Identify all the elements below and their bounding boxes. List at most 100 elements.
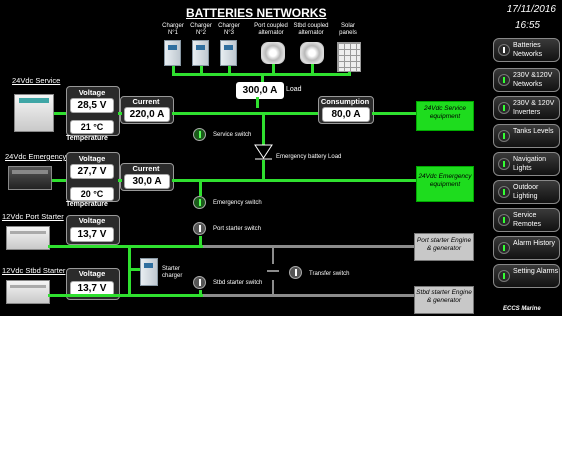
service-voltage-box: 28,5 V (70, 98, 114, 113)
nav-button-outdoor-lighting[interactable]: Outdoor Lighting (493, 180, 560, 204)
port-voltage-box: 13,7 V (70, 227, 114, 242)
port-starter-bus (48, 245, 203, 248)
solar-panels-label: Solar panels (339, 23, 357, 36)
emergency-voltage-label: Voltage (78, 154, 106, 163)
emergency-temp-box: 20 °C (70, 187, 114, 201)
emergency-battery-image (8, 166, 52, 190)
stbd-starter-bus-off (203, 294, 414, 297)
power-icon (498, 214, 510, 226)
nav-button-service-remotes[interactable]: Service Remotes (493, 208, 560, 232)
stbd-starter-battery-image (6, 280, 50, 304)
stbd-starter-equipment[interactable]: Stbd starter Engine & generator (414, 286, 474, 314)
nav-button-label: 230V &120V Networks (513, 72, 553, 88)
emergency-batt-link (52, 179, 68, 182)
nav-button-230v-120v-inverters[interactable]: 230V & 120V Inverters (493, 96, 560, 120)
emergency-voltage-value: 27,7 V (77, 166, 107, 177)
stbd-alt-link (311, 64, 314, 74)
charger-1-image (164, 40, 181, 66)
port-starter-equipment[interactable]: Port starter Engine & generator (414, 233, 474, 261)
power-icon (498, 270, 510, 282)
charging-bus-drop (261, 73, 264, 83)
starter-charger-link (128, 268, 140, 271)
service-battery-image (14, 94, 54, 132)
port-alt-link (272, 64, 275, 74)
nav-button-label: Service Remotes (513, 212, 542, 228)
service-temp-value: 21 °C (80, 122, 104, 132)
port-alternator-image (261, 42, 285, 64)
nav-button-batteries-networks[interactable]: Batteries Networks (493, 38, 560, 62)
port-starter-bus-off (203, 245, 414, 248)
emergency-voltage-box: 27,7 V (70, 164, 114, 179)
transfer-line-bottom (272, 280, 274, 294)
port-starter-switch-label: Port starter switch (213, 226, 262, 232)
diode-icon (254, 144, 273, 160)
stbd-switch-link (199, 290, 202, 296)
starter-charger-image (140, 258, 158, 286)
emergency-switch-link (199, 182, 202, 196)
solar-panel-image (337, 42, 361, 72)
service-bus (172, 112, 320, 115)
nav-button-label: Batteries Networks (513, 42, 543, 58)
service-current-label: Current (132, 97, 160, 106)
nav-button-navigation-lights[interactable]: Navigation Lights (493, 152, 560, 176)
emergency-battery-label: 24Vdc Emergency (5, 152, 67, 161)
port-alternator-label: Port coupled alternator (254, 23, 288, 36)
stbd-alternator-image (300, 42, 324, 64)
power-icon (498, 102, 510, 114)
service-temp-label: Temperature (66, 135, 108, 142)
nav-button-label: Outdoor Lighting (513, 184, 539, 200)
nav-button-label: Alarm History (513, 240, 556, 247)
nav-button-label: Tanks Levels (513, 128, 554, 135)
service-switch-label: Service switch (213, 132, 252, 138)
load-label: Load (286, 86, 302, 93)
emergency-temp-label: Temperature (66, 201, 108, 208)
charger-1-link (172, 66, 175, 74)
time-display: 16:55 (514, 20, 540, 31)
service-voltage-value: 28,5 V (77, 100, 107, 111)
emergency-bus (172, 179, 416, 182)
emergency-equipment[interactable]: 24Vdc Emergency equipment (416, 166, 474, 202)
starter-charger-label: Starter charger (162, 266, 183, 279)
stbd-alternator-label: Stbd coupled alternator (293, 23, 329, 36)
power-icon (498, 158, 510, 170)
emergency-battery-load-label: Emergency battery Load (276, 154, 342, 160)
stbd-starter-switch-icon[interactable] (193, 276, 206, 289)
nav-button-alarm-history[interactable]: Alarm History (493, 236, 560, 260)
brand-footer: ECCS Marine (503, 306, 541, 312)
power-icon (498, 74, 510, 86)
nav-button-tanks-levels[interactable]: Tanks Levels (493, 124, 560, 148)
stbd-voltage-label: Voltage (78, 269, 106, 278)
emergency-link-a (118, 179, 122, 182)
service-equipment[interactable]: 24Vdc Service equipment (416, 101, 474, 131)
consumption-value: 80,0 A (331, 109, 361, 120)
port-starter-battery-image (6, 226, 50, 250)
nav-button-setting-alarms[interactable]: Setting Alarms (493, 264, 560, 288)
power-icon (498, 130, 510, 142)
nav-button-label: 230V & 120V Inverters (513, 100, 555, 116)
nav-button-label: Navigation Lights (513, 156, 547, 172)
consumption-box: 80,0 A (322, 107, 370, 122)
stbd-starter-switch-label: Stbd starter switch (213, 280, 263, 286)
transfer-line-top (272, 248, 274, 264)
charger-1-label: Charger N°1 (162, 23, 184, 36)
service-battery-label: 24Vdc Service (12, 76, 61, 85)
charger-3-image (220, 40, 237, 66)
charger-3-label: Charger N°3 (218, 23, 240, 36)
service-current-box: 220,0 A (124, 107, 170, 122)
emergency-current-label: Current (132, 164, 160, 173)
nav-button-230v-120v-networks[interactable]: 230V &120V Networks (493, 68, 560, 92)
load-value-box: 300,0 A (236, 82, 284, 99)
service-bus-right (372, 112, 416, 115)
charger-3-link (228, 66, 231, 74)
power-icon (498, 242, 510, 254)
port-starter-switch-icon[interactable] (193, 222, 206, 235)
transfer-switch-icon[interactable] (289, 266, 302, 279)
charger-2-image (192, 40, 209, 66)
emergency-switch-icon[interactable] (193, 196, 206, 209)
emergency-temp-value: 20 °C (80, 189, 104, 199)
service-switch-icon[interactable] (193, 128, 206, 141)
stbd-starter-battery-label: 12Vdc Stbd Starter (2, 266, 66, 275)
emergency-diode-line-top (262, 115, 265, 145)
port-voltage-label: Voltage (78, 216, 106, 225)
service-voltage-label: Voltage (78, 88, 106, 97)
